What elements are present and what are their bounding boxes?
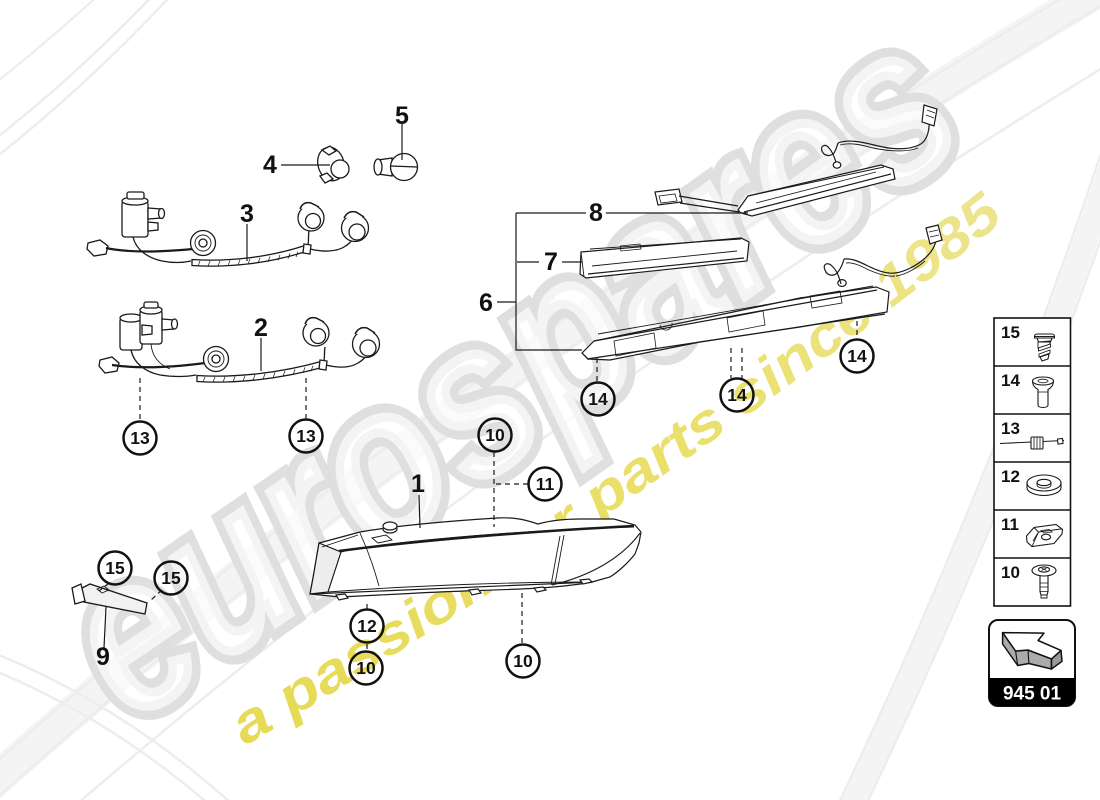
svg-text:10: 10 [513,651,533,671]
svg-text:12: 12 [357,616,377,636]
svg-text:14: 14 [727,385,747,405]
svg-text:13: 13 [296,426,316,446]
svg-text:10: 10 [1001,563,1020,582]
svg-text:3: 3 [240,200,254,228]
svg-text:8: 8 [589,199,603,227]
svg-text:7: 7 [544,248,558,276]
svg-text:15: 15 [161,568,181,588]
svg-text:10: 10 [356,658,376,678]
svg-text:4: 4 [263,151,277,179]
svg-text:12: 12 [1001,467,1020,486]
svg-text:11: 11 [536,474,555,494]
svg-text:2: 2 [254,314,268,342]
svg-text:1: 1 [411,470,425,498]
svg-text:15: 15 [1001,323,1020,342]
svg-text:14: 14 [847,346,867,366]
svg-text:13: 13 [130,428,150,448]
svg-text:14: 14 [1001,371,1020,390]
svg-text:6: 6 [479,289,493,317]
svg-text:9: 9 [96,643,110,671]
svg-text:13: 13 [1001,419,1020,438]
svg-text:15: 15 [105,558,125,578]
svg-text:10: 10 [485,425,505,445]
svg-text:14: 14 [588,389,608,409]
svg-text:5: 5 [395,102,409,130]
svg-text:945 01: 945 01 [1003,684,1062,705]
svg-text:11: 11 [1001,515,1019,534]
